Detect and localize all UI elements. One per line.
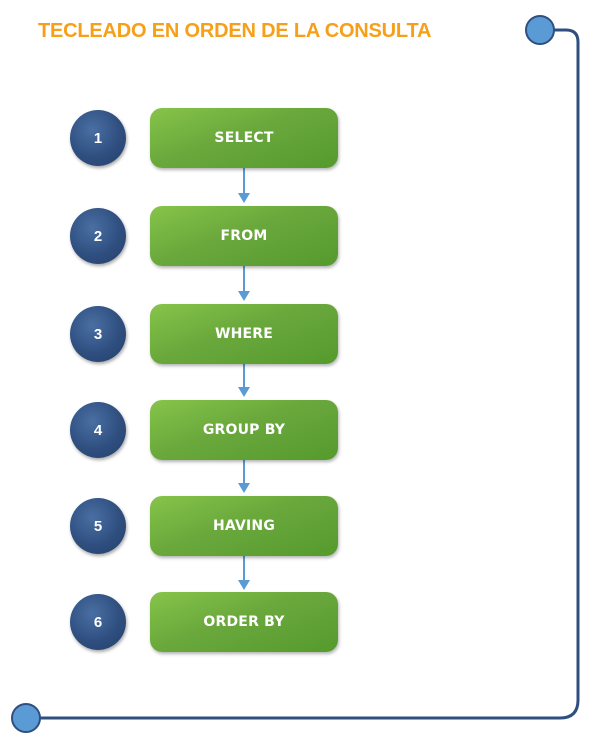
step-number-5: 5 [70,498,126,554]
step-box-group-by: GROUP BY [150,400,338,460]
step-box-where: WHERE [150,304,338,364]
step-box-order-by: ORDER BY [150,592,338,652]
step-number-4: 4 [70,402,126,458]
arrow-down-icon [238,483,250,493]
arrow-down-icon [238,193,250,203]
start-marker-icon [525,15,555,45]
diagram-title: TECLEADO EN ORDEN DE LA CONSULTA [38,20,432,42]
step-number-1: 1 [70,110,126,166]
step-number-3: 3 [70,306,126,362]
end-marker-icon [11,703,41,733]
arrow-down-icon [238,580,250,590]
step-box-from: FROM [150,206,338,266]
step-box-having: HAVING [150,496,338,556]
step-box-select: SELECT [150,108,338,168]
arrow-down-icon [238,387,250,397]
frame-line [26,28,580,720]
step-number-6: 6 [70,594,126,650]
step-connectors [238,168,250,590]
step-number-2: 2 [70,208,126,264]
arrow-down-icon [238,291,250,301]
